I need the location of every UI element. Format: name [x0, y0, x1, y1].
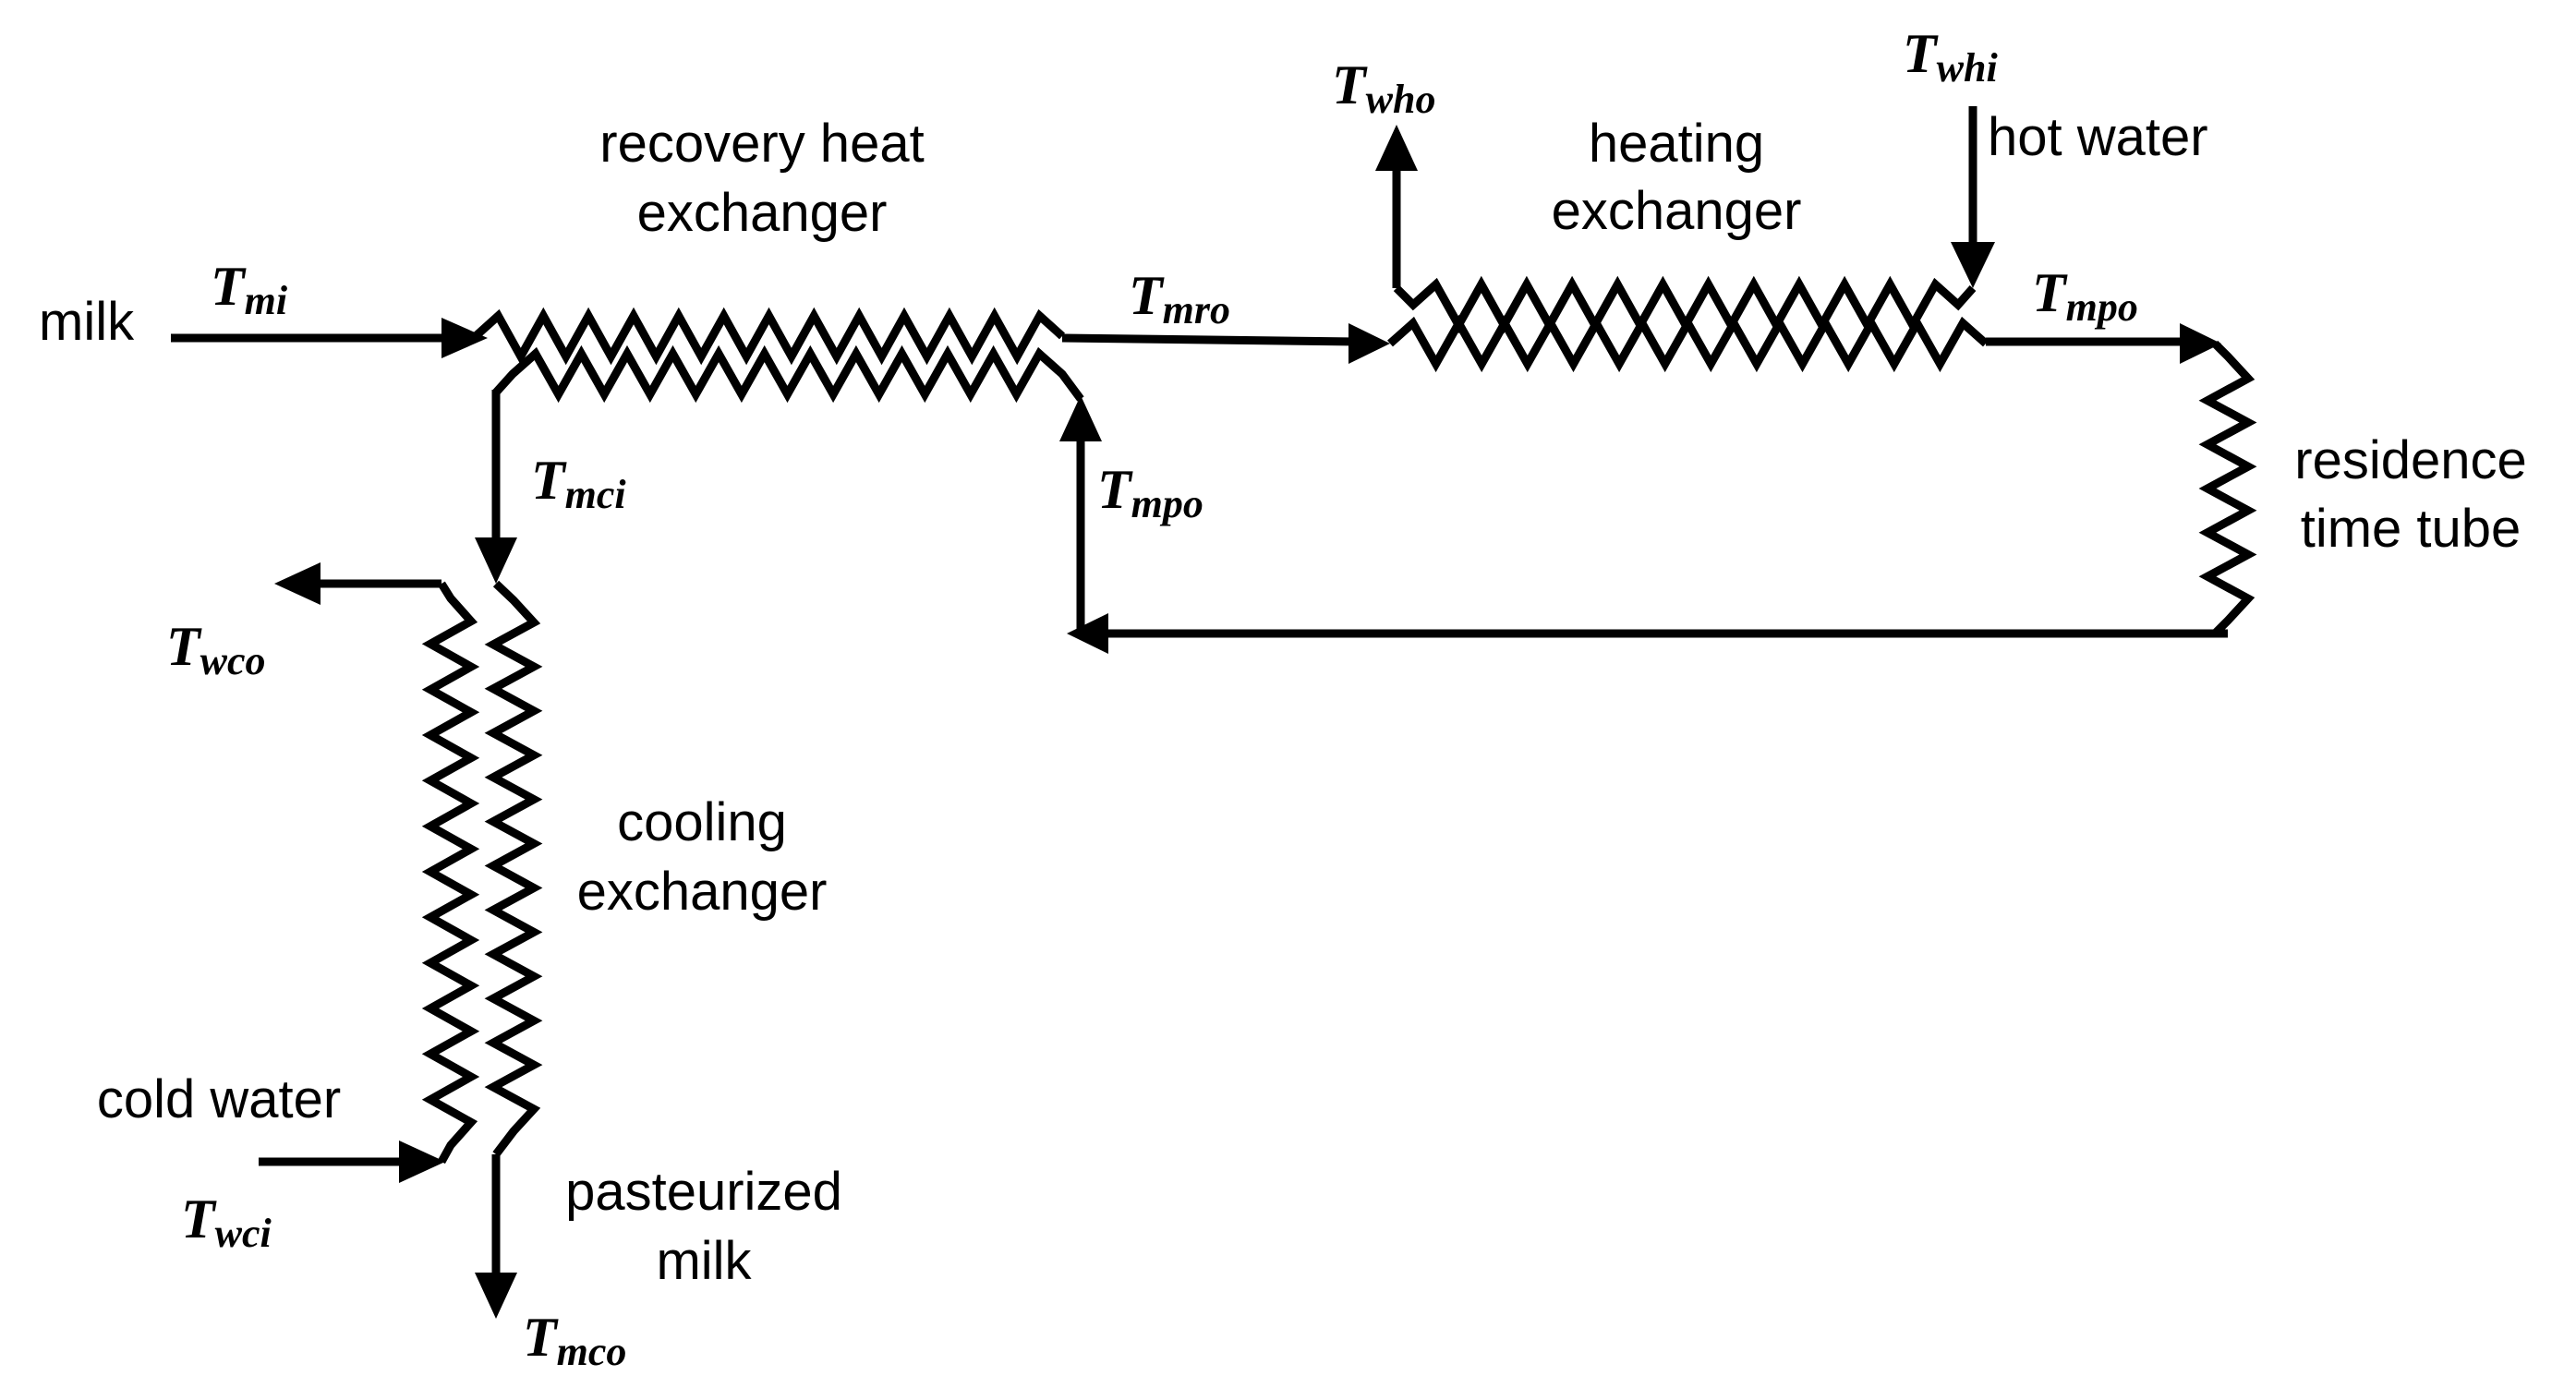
temp-milk-pasteurized-out: Tmpo — [2032, 262, 2138, 330]
milk-inlet-arrowhead — [441, 318, 488, 358]
temp-milk-cooling-in: Tmci — [531, 450, 626, 517]
temp-milk-recovery-out: Tmro — [1129, 265, 1230, 332]
return-riser-arrowhead — [1059, 395, 1102, 441]
cooling-exchanger-label-line2: exchanger — [577, 862, 828, 922]
heating-exchanger-label-line1: heating — [1589, 114, 1764, 174]
residence-tube-label-line2: time tube — [2301, 499, 2522, 559]
temp-cold-water-in: Twci — [181, 1189, 272, 1256]
hot-water-outlet-arrowhead — [1375, 125, 1418, 171]
residence-tube-label-line1: residence — [2294, 430, 2526, 490]
milk-label: milk — [39, 292, 135, 352]
pasteurized-milk-outlet-arrowhead — [475, 1273, 517, 1319]
pasteurized-milk-label-line2: milk — [656, 1231, 752, 1291]
cold-water-inlet-arrowhead — [399, 1141, 445, 1183]
return-line-arrowhead — [1067, 613, 1108, 654]
flow-lines — [171, 106, 2257, 1319]
hot-water-inlet-arrowhead — [1951, 242, 1995, 288]
temp-milk-cooling-out: Tmco — [523, 1307, 626, 1374]
residence-time-tube-coil — [2198, 340, 2257, 637]
recovery-to-heating-arrowhead — [1348, 323, 1390, 364]
temp-milk-inlet: Tmi — [211, 256, 288, 323]
recovery-exchanger-top-coil — [472, 307, 1066, 366]
hot-water-label: hot water — [1988, 107, 2208, 167]
temp-hot-water-in: Twhi — [1903, 23, 1998, 91]
heating-to-residence-arrowhead — [2180, 323, 2221, 364]
recovery-exchanger-label-line1: recovery heat — [599, 114, 924, 174]
temp-cold-water-out: Twco — [166, 616, 266, 683]
heating-exchanger-top-coil — [1393, 275, 1977, 334]
cooling-exchanger-left-coil — [421, 581, 480, 1165]
cooling-exchanger-label-line1: cooling — [617, 792, 787, 852]
temp-hot-water-out: Twho — [1332, 54, 1435, 122]
recovery-exchanger-label-line2: exchanger — [637, 183, 888, 243]
pasteurized-milk-label-line1: pasteurized — [565, 1162, 842, 1222]
heating-exchanger-label-line2: exchanger — [1552, 181, 1802, 241]
heating-exchanger-bottom-coil — [1387, 314, 1989, 373]
cold-water-label: cold water — [97, 1069, 341, 1129]
cold-water-outlet-arrowhead — [274, 562, 320, 605]
recovery-to-cooling-arrowhead — [475, 537, 517, 584]
temp-milk-return: Tmpo — [1097, 459, 1203, 526]
recovery-exchanger-bottom-coil — [492, 344, 1084, 404]
cooling-exchanger-right-coil — [484, 580, 543, 1157]
recovery-to-heating-line — [1061, 333, 1359, 346]
